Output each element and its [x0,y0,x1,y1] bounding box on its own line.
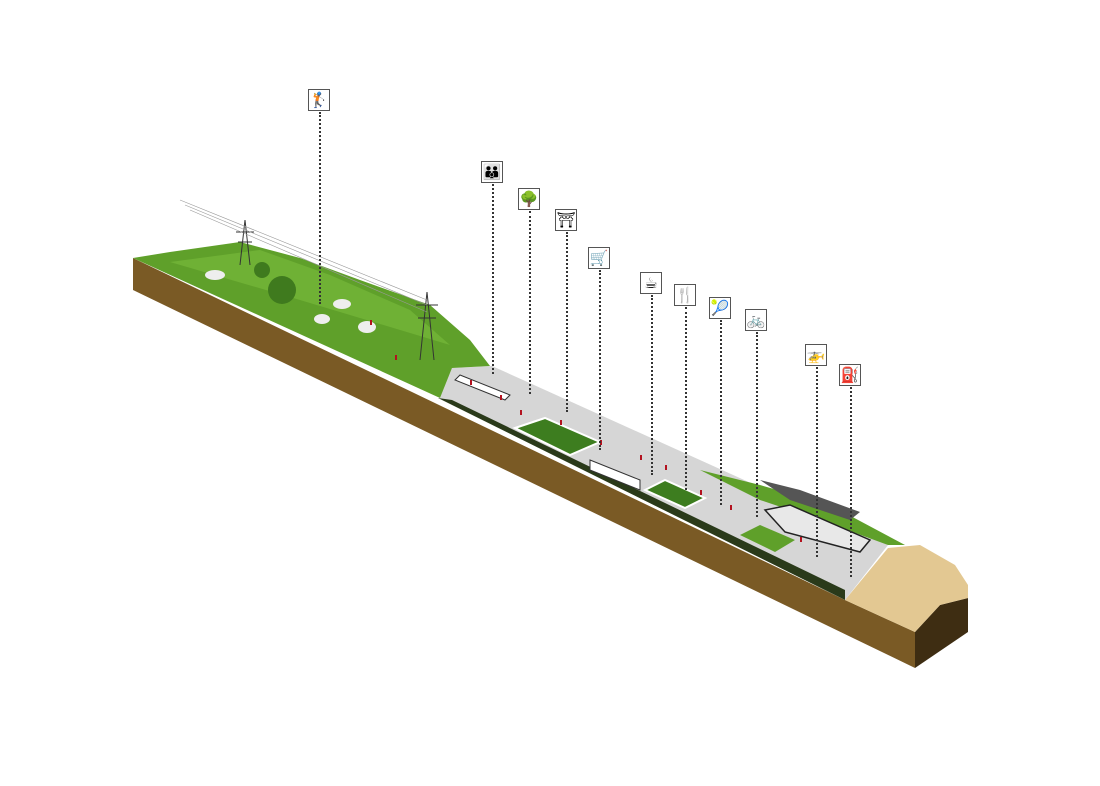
shopping-cart-icon: 🛒 [588,247,610,269]
leader-line [319,112,321,304]
fuel-pump-icon: ⛽ [839,364,861,386]
sand-bunker [358,321,376,333]
sand-bunker [205,270,225,280]
plaza-edge-strip [438,398,845,600]
leader-line [599,270,601,450]
helicopter-icon: 🚁 [805,344,827,366]
tennis-icon: 🎾 [709,297,731,319]
cutlery-icon: 🍴 [674,284,696,306]
soil-front-face [133,258,915,668]
sand-surface [845,545,968,632]
power-lines [179,199,428,313]
building-roof [454,374,511,401]
tree-bench-icon: 🌳 [518,188,540,210]
tree-cluster [268,276,296,304]
building-roof [589,459,641,491]
people-figures [370,320,802,542]
leader-line [685,307,687,490]
road [760,480,860,520]
leader-line [651,295,653,475]
leader-line [756,332,758,517]
bicycle-icon: 🚲 [745,309,767,331]
leader-line [850,387,852,577]
coffee-cup-icon: ☕ [640,272,662,294]
leader-line [492,184,494,374]
leader-line [566,232,568,412]
courtyard-garden [740,525,795,552]
meeting-table-icon: ⛩ [555,209,577,231]
soil-side-face [915,598,968,668]
sand-bunker [314,314,330,324]
leader-line [529,211,531,394]
grass-strip [700,470,905,545]
leader-line [720,320,722,505]
crowd-icon: 👪 [481,161,503,183]
courtyard-garden [642,478,708,510]
sand-bunker [333,299,351,309]
grass-highlight [170,250,450,345]
tree-cluster [254,262,270,278]
grass-hill [133,242,490,398]
golf-icon: 🏌 [308,89,330,111]
leader-line [816,367,818,557]
